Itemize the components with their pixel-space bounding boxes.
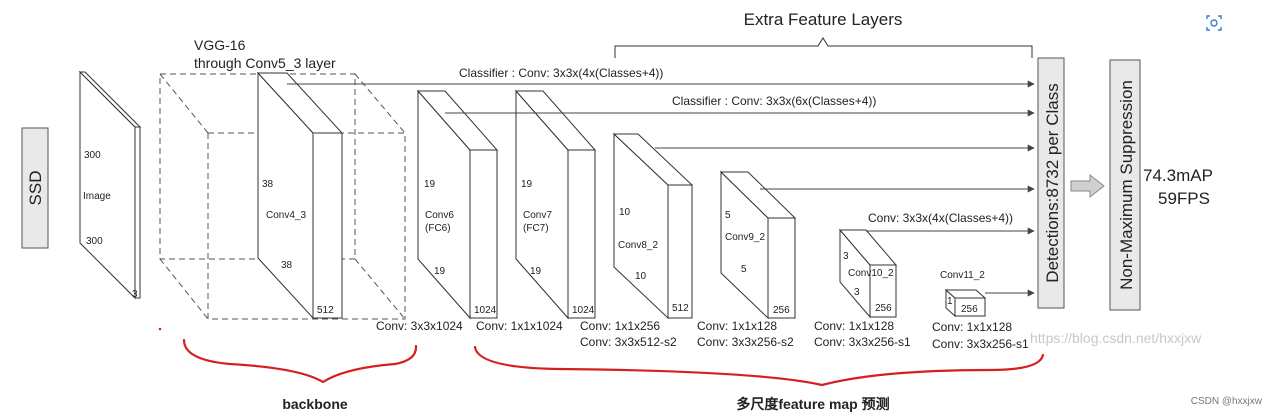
watermark: https://blog.csdn.net/hxxjxw <box>1030 330 1202 346</box>
conv-label-6a: Conv: 1x1x128 <box>932 320 1012 334</box>
conv11-depth: 256 <box>961 304 978 315</box>
annotation-backbone: backbone <box>282 396 348 412</box>
conv10-dim-top: 3 <box>843 251 849 262</box>
detections-label: Detections:8732 per Class <box>1043 83 1062 282</box>
conv7-dim-top: 19 <box>521 179 533 190</box>
conv6-dim-top: 19 <box>424 179 436 190</box>
conv4-block: 38 Conv4_3 38 512 <box>256 71 344 320</box>
screenshot-scan-icon[interactable] <box>1200 10 1228 38</box>
extra-layers-brace <box>614 37 1033 58</box>
conv-label-2: Conv: 1x1x1024 <box>476 319 563 333</box>
corner-credit: CSDN @hxxjxw <box>1191 396 1263 407</box>
conv4-name: Conv4_3 <box>266 210 306 221</box>
image-name: Image <box>83 191 111 202</box>
multiscale-red-brace <box>473 345 1045 387</box>
conv8-name: Conv8_2 <box>618 240 658 251</box>
ssd-label: SSD <box>26 171 45 206</box>
conv-label-5b: Conv: 3x3x256-s1 <box>814 335 911 349</box>
conv9-dim-bottom: 5 <box>741 264 747 275</box>
conv7-block: 19 Conv7 (FC7) 19 1024 <box>514 89 597 320</box>
conv4-depth: 512 <box>317 305 334 316</box>
conv-label-6b: Conv: 3x3x256-s1 <box>932 337 1029 351</box>
conv-op-labels: Conv: 3x3x1024 Conv: 1x1x1024 Conv: 1x1x… <box>376 319 1029 351</box>
vgg-dashed-cube <box>159 73 406 320</box>
conv-label-4a: Conv: 1x1x128 <box>697 319 777 333</box>
image-dim-bottom: 300 <box>86 236 103 247</box>
conv7-name-sub: (FC7) <box>523 223 549 234</box>
conv6-dim-bottom: 19 <box>434 266 446 277</box>
classifier-arrows <box>287 80 1035 297</box>
classifier-label-1: Classifier : Conv: 3x3x(4x(Classes+4)) <box>459 66 663 80</box>
conv10-name: Conv10_2 <box>848 268 894 279</box>
conv6-depth: 1024 <box>474 305 497 316</box>
nms-label: Non-Maximum Suppression <box>1117 80 1136 290</box>
conv8-dim-bottom: 10 <box>635 271 647 282</box>
conv6-name: Conv6 <box>425 210 454 221</box>
conv9-name: Conv9_2 <box>725 232 765 243</box>
conv11-dim: 1 <box>947 296 953 307</box>
conv11-name: Conv11_2 <box>940 270 985 281</box>
conv-label-3a: Conv: 1x1x256 <box>580 319 660 333</box>
image-dim-top: 300 <box>84 150 101 161</box>
conv11-block: Conv11_2 1 256 <box>940 270 987 318</box>
conv6-name-sub: (FC6) <box>425 223 451 234</box>
conv9-depth: 256 <box>773 305 790 316</box>
result-map: 74.3mAP <box>1143 166 1213 185</box>
classifier-label-2: Classifier : Conv: 3x3x(6x(Classes+4)) <box>672 94 876 108</box>
backbone-title-line2: through Conv5_3 layer <box>194 55 336 71</box>
extra-layers-title: Extra Feature Layers <box>744 10 903 29</box>
conv7-dim-bottom: 19 <box>530 266 542 277</box>
image-block: 300 Image 300 3 <box>78 70 142 300</box>
conv8-dim-top: 10 <box>619 207 631 218</box>
conv10-block: 3 Conv10_2 3 256 <box>838 228 898 319</box>
conv4-dim-bottom: 38 <box>281 260 293 271</box>
conv10-dim-bottom: 3 <box>854 287 860 298</box>
conv9-dim-top: 5 <box>725 210 731 221</box>
backbone-red-brace <box>182 338 418 384</box>
conv-label-4b: Conv: 3x3x256-s2 <box>697 335 794 349</box>
conv4-dim-top: 38 <box>262 179 274 190</box>
flow-arrow-icon <box>1070 173 1105 199</box>
result-fps: 59FPS <box>1158 189 1210 208</box>
classifier-label-3: Conv: 3x3x(4x(Classes+4)) <box>868 211 1013 225</box>
detections-panel: Detections:8732 per Class <box>1037 57 1065 309</box>
conv6-block: 19 Conv6 (FC6) 19 1024 <box>416 89 499 320</box>
annotation-multiscale: 多尺度feature map 预测 <box>736 396 889 412</box>
conv10-depth: 256 <box>875 303 892 314</box>
red-dot <box>158 327 162 331</box>
conv-label-3b: Conv: 3x3x512-s2 <box>580 335 677 349</box>
conv-label-1: Conv: 3x3x1024 <box>376 319 463 333</box>
backbone-title-line1: VGG-16 <box>194 37 246 53</box>
conv8-depth: 512 <box>672 303 689 314</box>
nms-panel: Non-Maximum Suppression <box>1109 59 1141 311</box>
conv7-name: Conv7 <box>523 210 552 221</box>
conv7-depth: 1024 <box>572 305 595 316</box>
image-depth: 3 <box>132 289 138 300</box>
conv-label-5a: Conv: 1x1x128 <box>814 319 894 333</box>
conv9-block: 5 Conv9_2 5 256 <box>719 170 797 320</box>
ssd-panel: SSD <box>21 127 49 249</box>
conv8-block: 10 Conv8_2 10 512 <box>612 132 694 320</box>
